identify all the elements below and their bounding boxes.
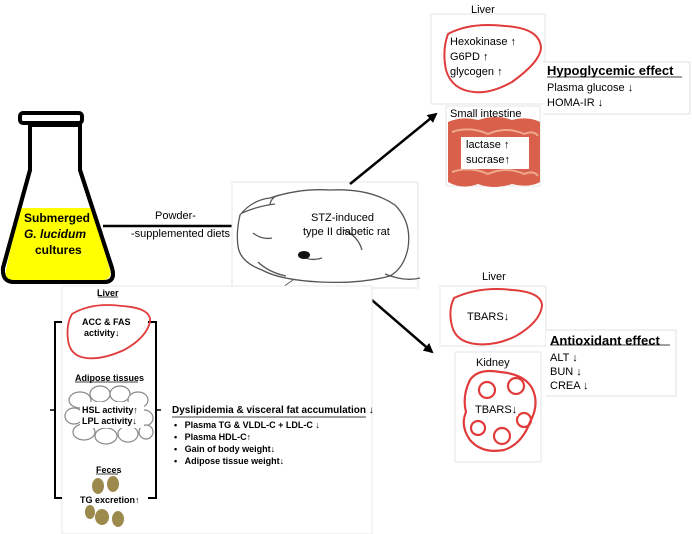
- diet-label-1: Powder-: [155, 210, 196, 222]
- hypoglycemic-title: Hypoglycemic effect: [547, 63, 674, 78]
- liver-top-item-3: glycogen ↑: [450, 66, 503, 78]
- left-liver-line-2: activity↓: [84, 328, 120, 338]
- hypoglycemic-box: [543, 61, 691, 115]
- rat-label-1: STZ-induced: [311, 212, 374, 224]
- dyslipidemia-item-2: • Plasma HDL-C↑: [174, 432, 252, 442]
- rat-label-2: type II diabetic rat: [303, 226, 390, 238]
- intestine-icon: [448, 117, 540, 187]
- feces-title: Feces: [96, 465, 122, 475]
- intestine-title: Small intestine: [450, 108, 522, 120]
- antioxidant-title: Antioxidant effect: [550, 333, 660, 348]
- liver-mid-title: Liver: [482, 271, 506, 283]
- liver-mid-item: TBARS↓: [467, 311, 510, 323]
- left-liver-line-1: ACC & FAS: [82, 317, 131, 327]
- intestine-item-1: lactase ↑: [466, 139, 510, 151]
- arrow-up: [349, 112, 438, 185]
- adipose-line-2: LPL activity↓: [82, 416, 137, 426]
- hypoglycemic-item-1: Plasma glucose ↓: [547, 82, 634, 94]
- left-bracket: [54, 321, 62, 499]
- rat-icon: [236, 189, 421, 284]
- antioxidant-box: [546, 329, 677, 397]
- hypoglycemic-item-2: HOMA-IR ↓: [547, 97, 604, 109]
- antioxidant-item-3: CREA ↓: [550, 380, 589, 392]
- flask-label-1: Submerged: [24, 211, 91, 225]
- diet-label-2: -supplemented diets: [131, 228, 231, 240]
- liver-top-item-2: G6PD ↑: [450, 51, 489, 63]
- liver-icon: [66, 304, 151, 360]
- feces-item: TG excretion↑: [80, 495, 140, 505]
- kidney-icon: [462, 369, 537, 452]
- left-liver-title: Liver: [97, 288, 119, 298]
- adipose-title: Adipose tissues: [75, 373, 145, 383]
- kidney-item: TBARS↓: [474, 404, 519, 416]
- intestine-item-2: sucrase↑: [466, 154, 511, 166]
- dyslipidemia-item-4: • Adipose tissue weight↓: [174, 456, 285, 466]
- rat-eye-icon: [298, 251, 310, 259]
- liver-icon: [443, 24, 543, 94]
- feces-icon: [85, 476, 124, 527]
- kidney-title: Kidney: [476, 357, 510, 369]
- dyslipidemia-item-3: • Gain of body weight↓: [174, 444, 276, 454]
- flask-label-3: cultures: [35, 243, 82, 257]
- liver-top-item-1: Hexokinase ↑: [450, 36, 517, 48]
- flask-label-2: G. lucidum: [24, 227, 87, 241]
- dyslipidemia-title: Dyslipidemia & visceral fat accumulation…: [172, 405, 374, 416]
- antioxidant-item-1: ALT ↓: [550, 352, 578, 364]
- flask-icon: [0, 111, 115, 284]
- adipose-line-1: HSL activity↑: [82, 405, 138, 415]
- antioxidant-item-2: BUN ↓: [550, 366, 582, 378]
- liver-top-title: Liver: [471, 4, 495, 16]
- dyslipidemia-item-1: • Plasma TG & VLDL-C + LDL-C ↓: [174, 420, 320, 430]
- liver-icon: [449, 288, 544, 346]
